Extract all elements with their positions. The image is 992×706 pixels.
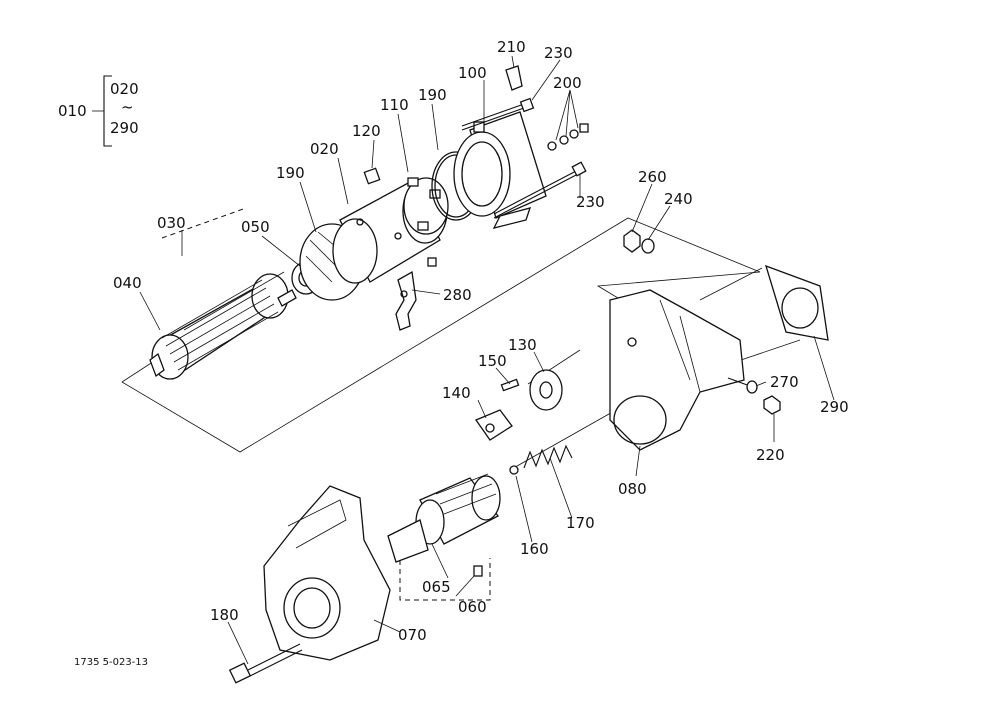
label-160[interactable]: 160 [520, 540, 549, 558]
label-190-front[interactable]: 190 [276, 164, 305, 182]
label-230-upper[interactable]: 230 [544, 44, 573, 62]
label-060[interactable]: 060 [458, 598, 487, 616]
label-190-rear[interactable]: 190 [418, 86, 447, 104]
part-060[interactable] [473, 565, 483, 577]
label-230-lower[interactable]: 230 [576, 193, 605, 211]
label-180[interactable]: 180 [210, 606, 239, 624]
label-220[interactable]: 220 [756, 446, 785, 464]
label-065[interactable]: 065 [422, 578, 451, 596]
label-030[interactable]: 030 [157, 214, 186, 232]
spring-170[interactable] [523, 444, 573, 469]
washer-240[interactable] [641, 238, 655, 254]
retainer-140[interactable] [475, 409, 513, 441]
label-070[interactable]: 070 [398, 626, 427, 644]
label-100[interactable]: 100 [458, 64, 487, 82]
armature-040[interactable] [149, 271, 297, 380]
label-range-from-020[interactable]: 020 [110, 80, 139, 98]
label-020[interactable]: 020 [310, 140, 339, 158]
nuts-washers-200[interactable] [547, 123, 589, 151]
label-210[interactable]: 210 [497, 38, 526, 56]
gear-130[interactable] [529, 369, 563, 411]
assembly-axis-lines [121, 207, 801, 601]
label-200[interactable]: 200 [553, 74, 582, 92]
part-labels: 030 040 050 190 020 120 110 190 100 210 … [113, 38, 849, 644]
ball-160[interactable] [509, 465, 519, 475]
gasket-290[interactable] [764, 264, 829, 341]
label-050[interactable]: 050 [241, 218, 270, 236]
rear-cover-100[interactable] [453, 111, 547, 229]
brush-120[interactable] [363, 167, 381, 185]
nut-220[interactable] [763, 395, 781, 415]
label-260[interactable]: 260 [638, 168, 667, 186]
label-270[interactable]: 270 [770, 373, 799, 391]
label-130[interactable]: 130 [508, 336, 537, 354]
nut-260[interactable] [623, 229, 641, 253]
gear-housing-080[interactable] [609, 289, 745, 451]
stud-270[interactable] [727, 377, 758, 394]
label-290[interactable]: 290 [820, 398, 849, 416]
label-110[interactable]: 110 [380, 96, 409, 114]
label-120[interactable]: 120 [352, 122, 381, 140]
label-range-sep: ~ [121, 98, 134, 116]
clutch-065[interactable] [387, 473, 501, 563]
through-bolt-230-lower[interactable] [493, 161, 587, 219]
leader-lines [139, 55, 835, 665]
label-170[interactable]: 170 [566, 514, 595, 532]
brush-holder-110[interactable] [403, 177, 449, 267]
assembly-group-bracket: 010 020 ~ 290 [58, 75, 139, 147]
cap-210[interactable] [505, 65, 523, 91]
label-080[interactable]: 080 [618, 480, 647, 498]
label-140[interactable]: 140 [442, 384, 471, 402]
bolt-180[interactable] [228, 643, 303, 684]
label-150[interactable]: 150 [478, 352, 507, 370]
label-assembly-010[interactable]: 010 [58, 102, 87, 120]
label-280[interactable]: 280 [443, 286, 472, 304]
through-bolt-230-upper[interactable] [461, 97, 535, 131]
shaft-150[interactable] [500, 378, 520, 392]
label-240[interactable]: 240 [664, 190, 693, 208]
reference-code: 1735 5-023-13 [74, 657, 148, 668]
bracket-280[interactable] [395, 270, 417, 331]
label-040[interactable]: 040 [113, 274, 142, 292]
front-housing-070[interactable] [263, 485, 391, 661]
label-range-to-290[interactable]: 290 [110, 119, 139, 137]
